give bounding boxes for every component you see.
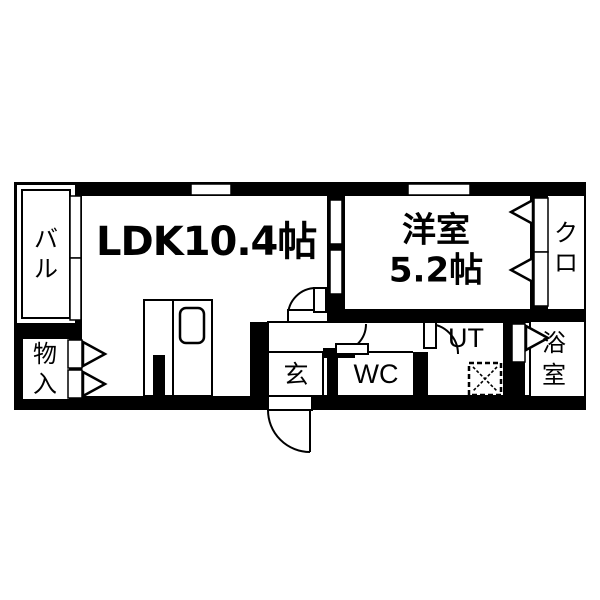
bedroom-door [329, 199, 343, 295]
kitchen-counter [143, 299, 213, 397]
entrance-label: 玄 [283, 360, 308, 389]
room-interiors [15, 183, 584, 401]
bathroom-label-char1: 浴 [542, 329, 566, 357]
toilet-area [338, 352, 413, 396]
windows [190, 183, 471, 196]
western-room-label-line1: 洋室 [402, 211, 470, 251]
toilet-label: WC [354, 359, 399, 389]
closet-label-char2: ロ [554, 249, 578, 277]
bathroom-door-arrow [524, 323, 551, 353]
window-bedroom [407, 183, 471, 196]
western-room-label-line2: 5.2帖 [389, 251, 483, 291]
window-ldk [190, 183, 232, 196]
storage-label-char2: 入 [33, 370, 57, 398]
balcony-label-char2: ル [34, 255, 58, 283]
toilet-hinged-door [335, 323, 369, 355]
western-room-area [345, 196, 530, 309]
ldk-label: LDK10.4帖 [96, 219, 316, 265]
closet-label-char1: ク [554, 219, 578, 247]
bathroom-sliding-door [511, 323, 551, 363]
kitchen-stove [153, 355, 165, 396]
washing-machine-pan [467, 361, 503, 397]
balcony-inner [21, 189, 71, 319]
balcony-label-char1: バ [34, 225, 58, 253]
utility-label: UT [448, 323, 484, 353]
closet-door-arrow-lower [508, 255, 535, 285]
entrance-hinged-door [267, 395, 313, 453]
closet-folding-doors [508, 197, 549, 307]
utility-hinged-door [423, 321, 459, 355]
kitchen-sink [178, 306, 206, 345]
storage-door-arrow-upper [81, 339, 108, 369]
storage-folding-doors [67, 339, 108, 399]
storage-area [21, 337, 71, 401]
entrance-area [268, 352, 323, 396]
storage-door-arrow-lower [81, 369, 108, 399]
storage-label-char1: 物 [33, 340, 57, 368]
closet-area [548, 196, 584, 309]
bathroom-label-char2: 室 [542, 361, 566, 389]
closet-door-arrow-upper [508, 197, 535, 227]
balcony-sliding-door [69, 195, 82, 321]
ldk-hinged-door [287, 287, 329, 323]
